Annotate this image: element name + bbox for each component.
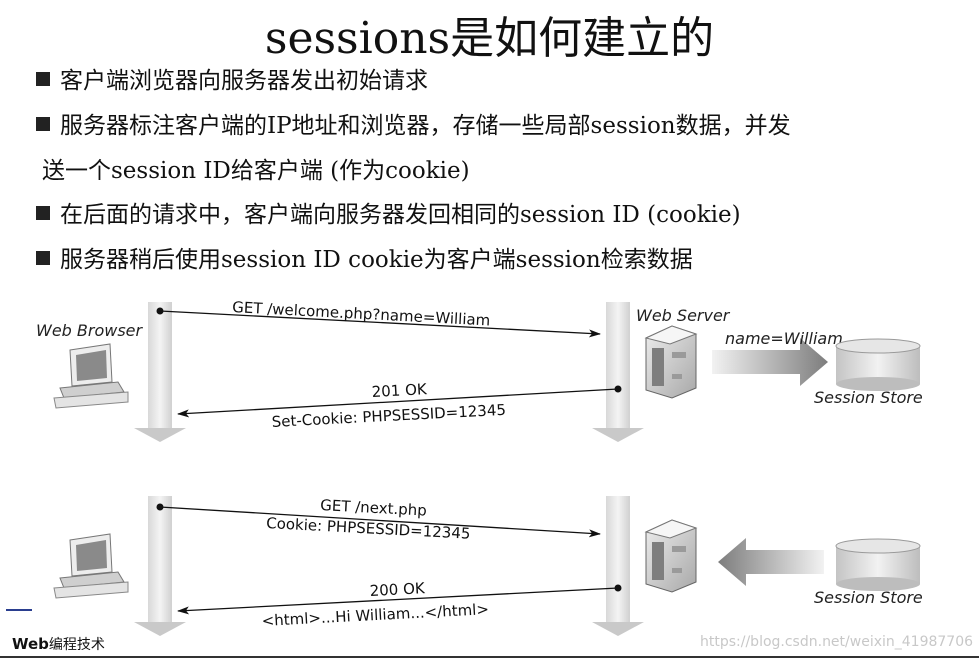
bullet-square-icon	[36, 206, 50, 220]
response-arrow	[177, 587, 619, 615]
computer-icon	[53, 533, 129, 599]
response-status-label: 201 OK	[371, 380, 428, 401]
watermark: https://blog.csdn.net/weixin_41987706	[700, 634, 974, 650]
session-store-label: Session Store	[814, 388, 923, 407]
request-label: GET /welcome.php?name=William	[232, 298, 491, 329]
response-status-label: 200 OK	[369, 579, 426, 600]
set-cookie-label: Set-Cookie: PHPSESSID=12345	[271, 401, 506, 431]
lane-server-bottom	[592, 496, 644, 636]
web-browser-label: Web Browser	[36, 321, 144, 340]
request-arrow	[159, 310, 601, 338]
footer-logo-web: Web	[12, 635, 49, 653]
arrow-origin-dot	[614, 385, 622, 393]
bullet-square-icon	[36, 251, 50, 265]
arrow-origin-dot	[156, 307, 164, 315]
bullet-square-icon	[36, 72, 50, 86]
bullet-3: 在后面的请求中，客户端向服务器发回相同的session ID (cookie)	[36, 200, 741, 230]
slide-accent-line	[6, 609, 32, 611]
session-store-label: Session Store	[814, 588, 923, 607]
server-icon	[644, 325, 698, 399]
server-icon	[644, 519, 698, 593]
web-server-label: Web Server	[636, 306, 731, 325]
lane-browser-bottom	[134, 496, 186, 636]
arrow-origin-dot	[614, 584, 622, 592]
lane-server-top	[592, 302, 644, 442]
arrow-origin-dot	[156, 503, 164, 511]
footer-divider	[0, 656, 979, 658]
bullet-1: 客户端浏览器向服务器发出初始请求	[36, 66, 428, 96]
store-write-arrow	[712, 338, 828, 386]
request-label: GET /next.php	[320, 496, 427, 520]
computer-icon	[53, 343, 129, 409]
bullet-2-continued: 送一个session ID给客户端 (作为cookie)	[42, 158, 470, 184]
footer-logo: Web编程技术	[12, 634, 105, 654]
database-icon	[835, 338, 921, 391]
bullet-text: 服务器标注客户端的IP地址和浏览器，存储一些局部session数据，并发	[60, 113, 791, 139]
bullet-text: 服务器稍后使用session ID cookie为客户端session检索数据	[60, 247, 693, 273]
lane-browser-top	[134, 302, 186, 442]
bullet-2: 服务器标注客户端的IP地址和浏览器，存储一些局部session数据，并发	[36, 111, 791, 141]
database-icon	[835, 538, 921, 591]
data-arrow-label: name=William	[725, 329, 843, 348]
page-title: sessions是如何建立的	[264, 13, 715, 64]
bullet-square-icon	[36, 117, 50, 131]
footer-logo-text: 编程技术	[48, 637, 105, 653]
request-arrow	[159, 506, 601, 538]
store-read-arrow	[718, 538, 824, 586]
response-arrow	[177, 388, 619, 418]
bullet-text: 在后面的请求中，客户端向服务器发回相同的session ID (cookie)	[60, 202, 741, 228]
bullet-4: 服务器稍后使用session ID cookie为客户端session检索数据	[36, 245, 693, 275]
cookie-label: Cookie: PHPSESSID=12345	[266, 514, 471, 543]
bullet-text: 客户端浏览器向服务器发出初始请求	[60, 68, 428, 94]
